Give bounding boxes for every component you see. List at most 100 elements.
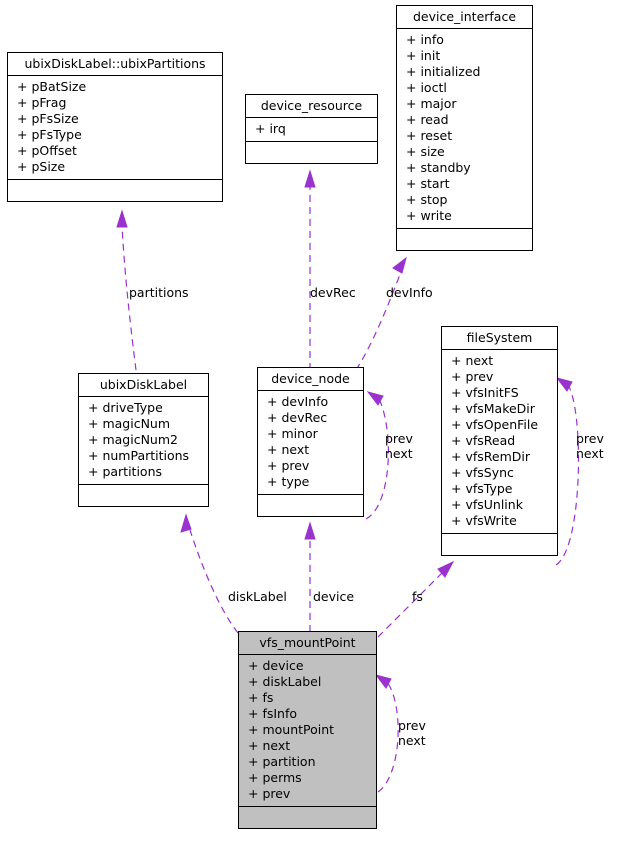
attribute-row: + fs	[248, 690, 274, 705]
attribute-row: + irq	[255, 121, 286, 136]
class-attributes-ubix-partitions: + pBatSize + pFrag + pFsSize + pFsType +…	[8, 76, 222, 180]
class-attributes-file-system: + next + prev + vfsInitFS + vfsMakeDir +…	[442, 350, 557, 534]
attribute-row: + pBatSize	[17, 79, 87, 94]
edge-label-file-system-next: next	[576, 446, 604, 461]
attribute-row: + partitions	[88, 464, 163, 479]
attribute-row: + prev	[267, 458, 310, 473]
attribute-row: + prev	[248, 786, 291, 801]
attribute-row: + info	[406, 32, 444, 47]
attribute-row: + numPartitions	[88, 448, 190, 463]
attribute-row: + driveType	[88, 400, 163, 415]
edge-fs	[377, 571, 444, 638]
edge-label-mountpoint-prev: prev	[398, 718, 426, 733]
attribute-row: + vfsInitFS	[451, 385, 519, 400]
attribute-row: + pSize	[17, 159, 66, 174]
class-operations-file-system	[442, 534, 557, 555]
edge-label-disklabel: diskLabel	[228, 589, 287, 604]
attribute-row: + vfsMakeDir	[451, 401, 535, 416]
class-title-device-resource: device_resource	[246, 95, 377, 118]
arrowhead-devinfo	[392, 256, 407, 274]
edge-label-device-node-prev: prev	[385, 431, 413, 446]
edge-label-file-system-prev: prev	[576, 431, 604, 446]
edge-label-devinfo: devInfo	[386, 285, 433, 300]
attribute-row: + pFsType	[17, 127, 82, 142]
attribute-row: + device	[248, 658, 304, 673]
class-operations-vfs-mountpoint	[239, 807, 376, 828]
arrowhead-filesystem-selfloop	[555, 377, 573, 392]
attribute-row: + init	[406, 48, 441, 63]
attribute-row: + devInfo	[267, 394, 329, 409]
class-operations-ubix-disk-label	[79, 485, 208, 506]
class-attributes-device-interface: + info + init + initialized + ioctl + ma…	[397, 29, 532, 229]
edge-label-fs: fs	[412, 589, 423, 604]
class-box-file-system[interactable]: fileSystem + next + prev + vfsInitFS + v…	[441, 326, 558, 556]
attribute-row: + vfsOpenFile	[451, 417, 539, 432]
class-operations-device-interface	[397, 229, 532, 250]
class-attributes-ubix-disk-label: + driveType + magicNum + magicNum2 + num…	[79, 397, 208, 485]
arrowhead-mountpoint-selfloop	[374, 674, 392, 689]
class-operations-device-node	[258, 495, 363, 516]
edge-label-partitions: partitions	[129, 285, 189, 300]
class-box-device-resource[interactable]: device_resource + irq	[245, 94, 378, 164]
attribute-row: + fsInfo	[248, 706, 298, 721]
class-operations-ubix-partitions	[8, 180, 222, 201]
attribute-row: + write	[406, 208, 452, 223]
arrowhead-fs	[437, 560, 455, 578]
class-title-ubix-partitions: ubixDiskLabel::ubixPartitions	[8, 53, 222, 76]
arrowhead-partitions	[116, 209, 128, 228]
class-title-ubix-disk-label: ubixDiskLabel	[79, 374, 208, 397]
attribute-row: + vfsSync	[451, 465, 514, 480]
class-box-ubix-partitions[interactable]: ubixDiskLabel::ubixPartitions + pBatSize…	[7, 52, 223, 202]
edge-label-devrec: devRec	[310, 285, 356, 300]
attribute-row: + vfsRemDir	[451, 449, 530, 464]
edge-label-mountpoint-next: next	[398, 733, 426, 748]
class-box-vfs-mountpoint[interactable]: vfs_mountPoint + device + diskLabel + fs…	[238, 631, 377, 829]
attribute-row: + major	[406, 96, 457, 111]
attribute-row: + next	[451, 353, 494, 368]
arrowhead-disklabel	[180, 513, 192, 533]
attribute-row: + prev	[451, 369, 494, 384]
attribute-row: + perms	[248, 770, 302, 785]
class-attributes-vfs-mountpoint: + device + diskLabel + fs + fsInfo + mou…	[239, 655, 376, 807]
attribute-row: + vfsType	[451, 481, 513, 496]
attribute-row: + size	[406, 144, 445, 159]
attribute-row: + minor	[267, 426, 318, 441]
class-box-device-node[interactable]: device_node + devInfo + devRec + minor +…	[257, 367, 364, 517]
class-attributes-device-resource: + irq	[246, 118, 377, 142]
attribute-row: + devRec	[267, 410, 328, 425]
attribute-row: + next	[267, 442, 310, 457]
attribute-row: + initialized	[406, 64, 481, 79]
attribute-row: + next	[248, 738, 291, 753]
edge-label-device-node-next: next	[385, 446, 413, 461]
edge-label-device: device	[313, 589, 355, 604]
attribute-row: + pFrag	[17, 95, 67, 110]
edge-mountpoint-selfloop	[377, 681, 399, 793]
class-title-device-node: device_node	[258, 368, 363, 391]
attribute-row: + vfsRead	[451, 433, 516, 448]
attribute-row: + partition	[248, 754, 316, 769]
attribute-row: + start	[406, 176, 450, 191]
class-operations-device-resource	[246, 142, 377, 163]
attribute-row: + ioctl	[406, 80, 447, 95]
attribute-row: + stop	[406, 192, 448, 207]
class-title-vfs-mountpoint: vfs_mountPoint	[239, 632, 376, 655]
attribute-row: + pOffset	[17, 143, 77, 158]
arrowhead-devrec	[304, 169, 316, 188]
attribute-row: + standby	[406, 160, 471, 175]
attribute-row: + type	[267, 474, 310, 489]
attribute-row: + vfsWrite	[451, 513, 517, 528]
attribute-row: + magicNum2	[88, 432, 178, 447]
class-box-device-interface[interactable]: device_interface + info + init + initial…	[396, 5, 533, 251]
arrowhead-device	[304, 521, 316, 540]
attribute-row: + reset	[406, 128, 453, 143]
attribute-row: + diskLabel	[248, 674, 322, 689]
class-title-file-system: fileSystem	[442, 327, 557, 350]
class-title-device-interface: device_interface	[397, 6, 532, 29]
attribute-row: + magicNum	[88, 416, 171, 431]
class-box-ubix-disk-label[interactable]: ubixDiskLabel + driveType + magicNum + m…	[78, 373, 209, 507]
edge-filesystem-selfloop	[555, 384, 580, 566]
attribute-row: + vfsUnlink	[451, 497, 523, 512]
arrowhead-device-node-selfloop	[366, 391, 384, 406]
class-attributes-device-node: + devInfo + devRec + minor + next + prev…	[258, 391, 363, 495]
